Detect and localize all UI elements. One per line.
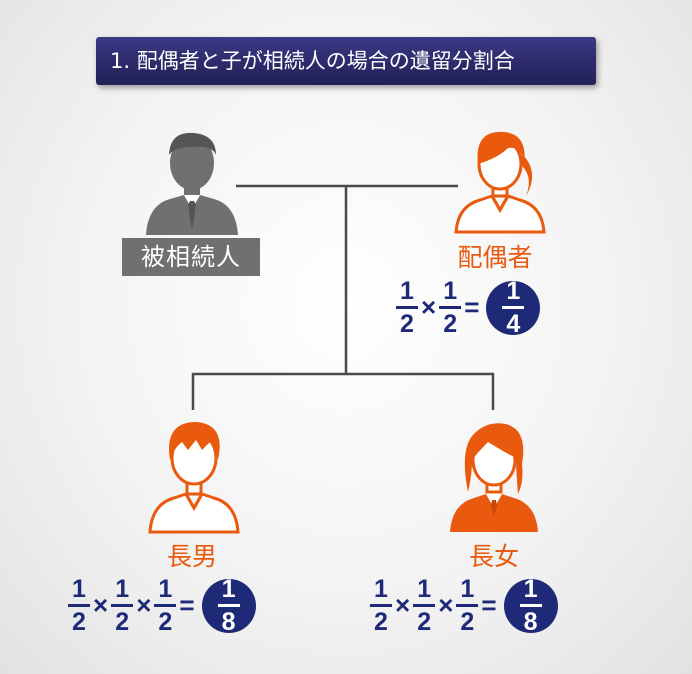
girl-orange-icon <box>450 423 538 532</box>
man-gray-icon <box>146 132 238 235</box>
eldest-daughter-label: 長女 <box>468 542 519 571</box>
times-sign: × <box>136 590 152 620</box>
times-sign: × <box>395 590 411 620</box>
eldest-son-label: 長男 <box>166 542 217 571</box>
times-sign: × <box>93 590 109 620</box>
boy-orange-icon <box>148 422 240 534</box>
spouse-label: 配偶者 <box>457 243 533 272</box>
deceased-label: 被相続人 <box>122 238 260 276</box>
woman-orange-icon <box>454 131 546 234</box>
times-sign: × <box>438 590 454 620</box>
equals-sign: = <box>464 292 480 322</box>
equals-sign: = <box>481 590 497 620</box>
times-sign: × <box>421 292 437 322</box>
equals-sign: = <box>179 590 195 620</box>
title-banner: 1. 配偶者と子が相続人の場合の遺留分割合 <box>96 37 596 85</box>
title-text: 1. 配偶者と子が相続人の場合の遺留分割合 <box>110 49 515 73</box>
